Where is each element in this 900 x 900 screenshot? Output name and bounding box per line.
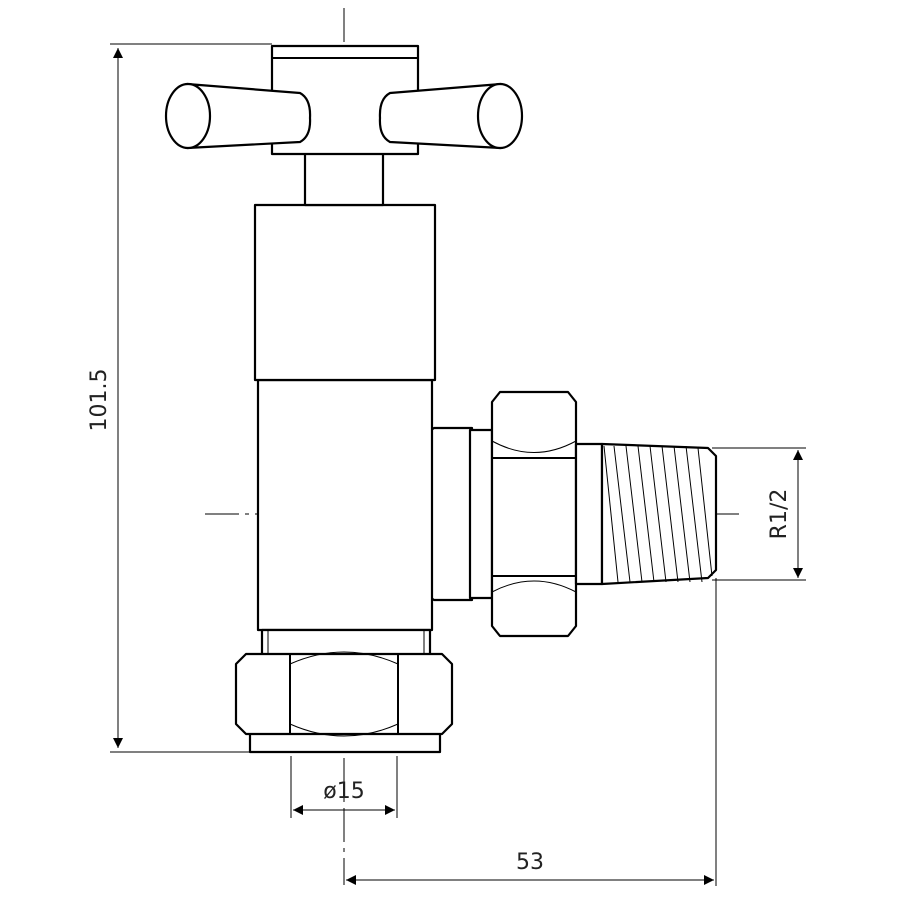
handle-arm-right	[378, 82, 503, 150]
shoulder	[574, 442, 604, 586]
diameter-label: ø15	[323, 779, 364, 804]
threaded-tail	[600, 442, 718, 586]
handle-arm-left	[185, 82, 312, 150]
spacer-collar	[468, 428, 494, 600]
thread-lines	[603, 445, 713, 583]
thread-dimension: R1/2	[712, 447, 806, 581]
spindle-neck	[303, 148, 385, 207]
height-dimension: 101.5	[87, 43, 272, 753]
height-label: 101.5	[87, 369, 112, 432]
handle-end-right	[476, 82, 524, 150]
valve-body-lower	[256, 378, 434, 632]
width-label: 53	[516, 850, 544, 875]
side-hex-nut	[490, 390, 578, 638]
handle-end-left	[164, 82, 212, 150]
diameter-dimension: ø15	[290, 756, 398, 818]
thread-label: R1/2	[767, 489, 792, 540]
valve-body-upper	[253, 203, 437, 382]
cross-handle	[164, 44, 524, 156]
width-dimension: 53	[346, 578, 717, 886]
bottom-hex-nut	[234, 651, 454, 754]
